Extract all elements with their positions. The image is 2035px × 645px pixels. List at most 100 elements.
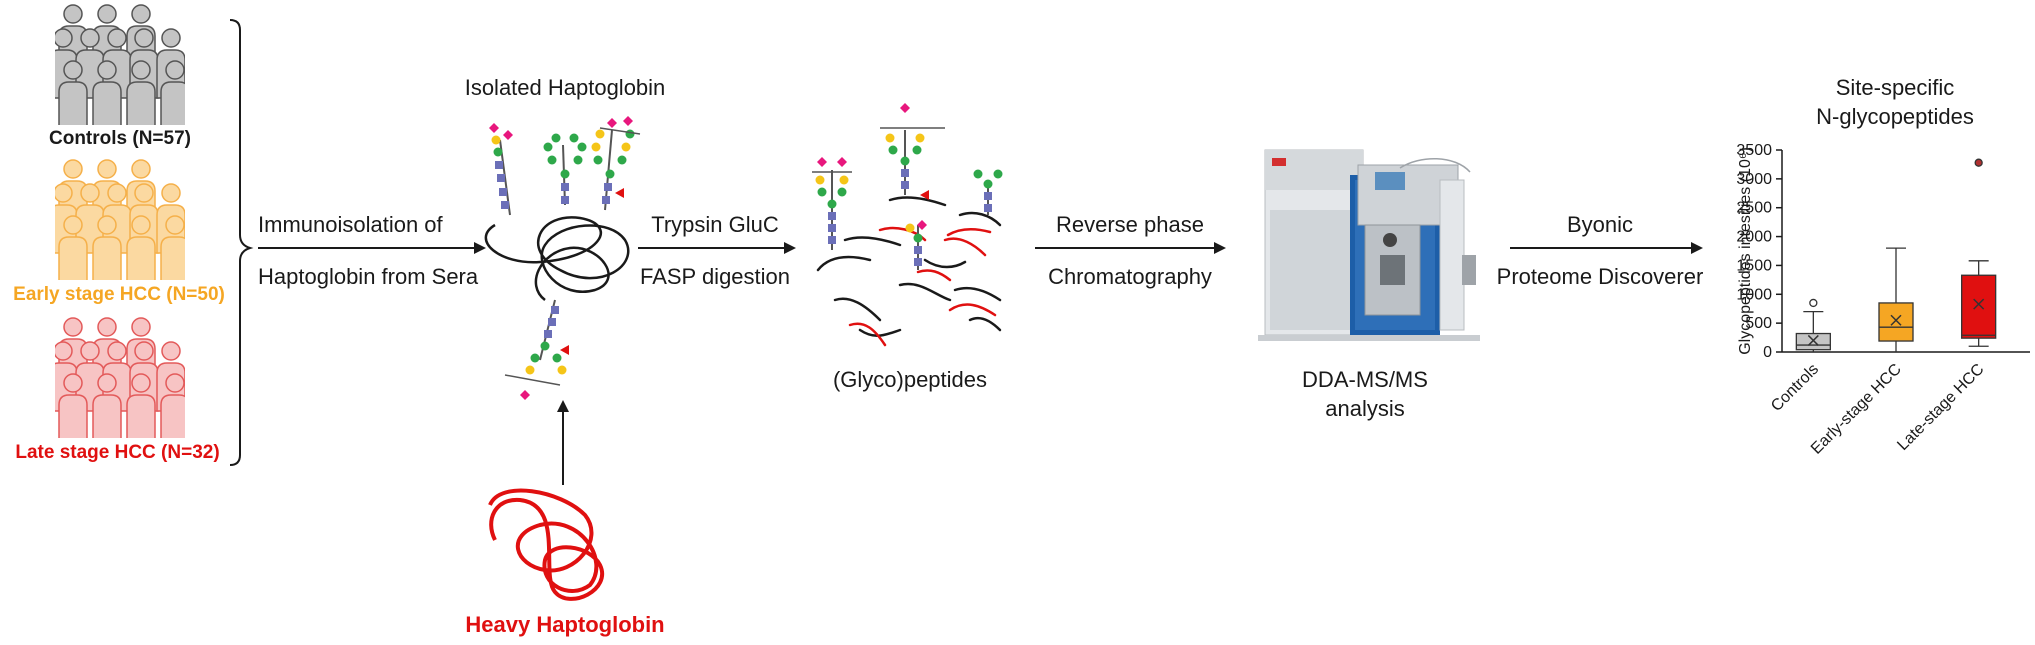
outlier-point (1809, 298, 1818, 308)
arrow-software (1510, 242, 1703, 254)
ms-label-line2: analysis (1325, 396, 1405, 421)
y-tick-label: 500 (1745, 315, 1772, 332)
person-icon (160, 60, 185, 125)
glcnac-square (984, 192, 992, 200)
glcnac-square (497, 174, 505, 182)
early-hcc-people-icon (55, 155, 185, 280)
galactose-circle (915, 133, 925, 143)
mannose-circle (617, 155, 627, 165)
galactose-circle (525, 365, 535, 375)
sialic-acid-diamond (489, 123, 499, 133)
galactose-circle (491, 135, 501, 145)
rp-label-line1: Reverse phase (1056, 212, 1204, 237)
category-label: Controls (1768, 361, 1822, 415)
mannose-circle (577, 142, 587, 152)
sialic-acid-diamond (520, 390, 530, 400)
mass-spectrometer-image (1258, 149, 1480, 341)
box-3 (1961, 158, 1997, 347)
mannose-circle (993, 169, 1003, 179)
galactose-circle (839, 175, 849, 185)
person-icon (126, 60, 156, 125)
person-icon (92, 373, 122, 438)
glycopeptides-title: (Glyco)peptides (832, 367, 988, 392)
mannose-circle (573, 155, 583, 165)
cohort-early-label: Early stage HCC (N=50) (13, 284, 225, 305)
peptide-fragments (816, 196, 1002, 347)
linkage-bar (504, 374, 561, 386)
y-tick-label: 0 (1763, 344, 1772, 361)
sialic-acid-diamond (503, 130, 513, 140)
isolated-haptoglobin-title: Isolated Haptoglobin (464, 75, 666, 100)
heavy-haptoglobin-protein (488, 488, 605, 601)
software-label-line1: Byonic (1566, 212, 1634, 237)
mannose-circle (560, 169, 570, 179)
box-iqr (1878, 302, 1914, 342)
mannose-circle (983, 179, 993, 189)
sialic-acid-diamond (900, 103, 910, 113)
mannose-circle (493, 147, 503, 157)
galactose-circle (815, 175, 825, 185)
glycan-monosaccharides-peptides (812, 103, 1003, 266)
mannose-circle (593, 155, 603, 165)
immuno-label-line2: Haptoglobin from Sera (258, 264, 479, 289)
person-icon (126, 215, 156, 280)
category-label: Early-stage HCC (1808, 361, 1905, 458)
person-icon (58, 60, 88, 125)
y-tick-label: 3500 (1736, 142, 1772, 159)
arrow-chromatography (1035, 242, 1226, 254)
y-tick-label: 1000 (1736, 286, 1772, 303)
person-icon (58, 215, 88, 280)
mannose-circle (552, 353, 562, 363)
galactose-circle (621, 142, 631, 152)
mannose-circle (540, 341, 550, 351)
glcnac-square (551, 306, 559, 314)
sialic-acid-diamond (623, 116, 633, 126)
box-iqr (1795, 332, 1831, 351)
mannose-circle (605, 169, 615, 179)
chart-title-line2: N-glycopeptides (1816, 104, 1974, 129)
mannose-circle (900, 156, 910, 166)
sialic-acid-diamond (607, 118, 617, 128)
mannose-circle (817, 187, 827, 197)
late-hcc-people-svg (55, 317, 185, 438)
person-icon (58, 373, 88, 438)
glcnac-square (495, 161, 503, 169)
linkage-bar (599, 127, 641, 135)
glcnac-square (914, 258, 922, 266)
cohort-late-label: Late stage HCC (N=32) (15, 442, 220, 463)
mannose-circle (888, 145, 898, 155)
mannose-circle (569, 133, 579, 143)
ms-label-line1: DDA-MS/MS (1302, 367, 1428, 392)
rp-label-line2: Chromatography (1048, 264, 1212, 289)
glcnac-square (602, 196, 610, 204)
category-label: Late-stage HCC (1894, 361, 1987, 454)
y-tick-label: 2000 (1736, 229, 1772, 246)
mannose-circle (827, 199, 837, 209)
mannose-circle (625, 129, 635, 139)
glycan-monosaccharides-isolated (489, 116, 641, 400)
early-hcc-people-svg (55, 159, 185, 280)
glcnac-square (828, 212, 836, 220)
y-axis-label: Glycopeptides intesities (10⁶) (1737, 147, 1754, 355)
sialic-acid-diamond (917, 220, 927, 230)
glcnac-square (544, 330, 552, 338)
mannose-circle (551, 133, 561, 143)
fucose-triangle (920, 190, 929, 200)
fucose-triangle (560, 345, 569, 355)
glcnac-square (914, 246, 922, 254)
glcnac-square (604, 183, 612, 191)
mean-marker (1890, 314, 1902, 326)
mannose-circle (837, 187, 847, 197)
fucose-triangle (615, 188, 624, 198)
galactose-circle (591, 142, 601, 152)
mannose-circle (547, 155, 557, 165)
glcnac-square (561, 196, 569, 204)
mannose-circle (543, 142, 553, 152)
glycan-chains-peptides (831, 130, 989, 270)
glcnac-square (828, 224, 836, 232)
y-tick-label: 1500 (1736, 257, 1772, 274)
heavy-haptoglobin-title: Heavy Haptoglobin (465, 612, 665, 637)
glcnac-square (901, 169, 909, 177)
galactose-circle (557, 365, 567, 375)
